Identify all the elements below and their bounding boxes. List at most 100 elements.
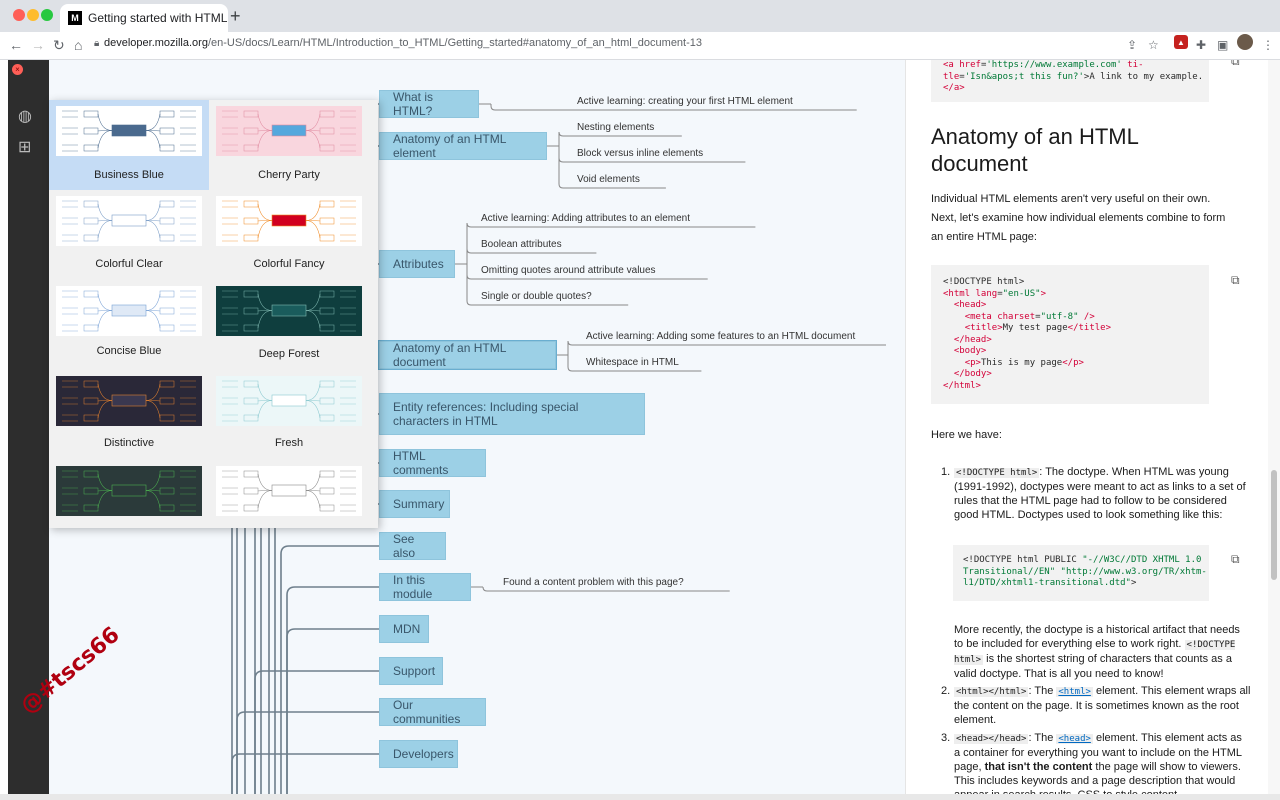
mindmap-topic[interactable]: Support	[379, 657, 443, 685]
doctype-legacy-code: <!DOCTYPE html PUBLIC "-//W3C//DTD XHTML…	[953, 545, 1209, 601]
mindmap-subtopic[interactable]: Active learning: creating your first HTM…	[577, 96, 793, 107]
extension-red-icon[interactable]: ▲	[1174, 35, 1188, 49]
structure-tree-icon[interactable]: ⊞	[18, 139, 32, 156]
lock-icon[interactable]: 🔒︎	[94, 38, 100, 49]
theme-name: Cherry Party	[258, 169, 320, 181]
subtopic-connector	[455, 222, 473, 265]
mindmap-topic[interactable]: Entity references: Including special cha…	[379, 393, 645, 435]
mindmap-topic[interactable]: Our communities	[379, 698, 486, 726]
share-icon[interactable]: ⇪	[1127, 38, 1138, 52]
close-panel-icon[interactable]: ×	[12, 64, 23, 75]
doctype-followup: More recently, the doctype is a historic…	[954, 623, 1252, 681]
mindmap-topic[interactable]: Anatomy of an HTML document	[378, 340, 557, 370]
theme-preview	[56, 376, 202, 426]
mindmap-topic[interactable]: MDN	[379, 615, 429, 643]
page-scrollbar[interactable]	[1268, 60, 1280, 794]
theme-preview	[56, 286, 202, 336]
item-text: : The doctype. When HTML was young (1991…	[954, 466, 1246, 521]
mindmap-subtopic[interactable]: Nesting elements	[577, 122, 655, 133]
reload-button[interactable]: ↻	[53, 37, 65, 53]
theme-option[interactable]: Fresh	[209, 370, 369, 460]
mindmap-topic[interactable]: Attributes	[379, 250, 455, 278]
browser-toolbar: ← → ↻ ⌂ 🔒︎ developer.mozilla.org/en-US/d…	[0, 32, 1280, 60]
theme-option[interactable]: Colorful Fancy	[209, 190, 369, 280]
subtopic-connector	[547, 145, 569, 189]
theme-option[interactable]: Cherry Party	[209, 100, 369, 190]
minimize-window-button[interactable]	[27, 9, 39, 21]
theme-preview	[216, 106, 362, 156]
theme-name: Colorful Clear	[95, 258, 163, 270]
head-element-link[interactable]: <head>	[1056, 734, 1093, 744]
topic-connector	[254, 670, 379, 794]
mindmap-topic[interactable]: Summary	[379, 490, 450, 518]
zoom-window-button[interactable]	[41, 9, 53, 21]
theme-preview	[216, 196, 362, 246]
mindmap-topic[interactable]: HTML comments	[379, 449, 486, 477]
copy-code-icon[interactable]: ⧉	[1231, 273, 1240, 287]
theme-option[interactable]	[209, 460, 369, 528]
tab-bar: M Getting started with HTML - Le ✕ +	[0, 0, 1280, 32]
topic-connector	[280, 545, 379, 794]
mindmap-subtopic[interactable]: Whitespace in HTML	[586, 357, 679, 368]
back-button[interactable]: ←	[9, 37, 23, 53]
mindmap-subtopic[interactable]: Boolean attributes	[481, 239, 562, 250]
mindmap-subtopic[interactable]: Found a content problem with this page?	[503, 577, 684, 588]
palette-icon[interactable]: ◍	[18, 108, 32, 125]
theme-option[interactable]	[49, 460, 209, 528]
theme-preview	[56, 106, 202, 156]
subtopic-connector	[455, 263, 473, 280]
topic-connector	[236, 711, 379, 794]
mindmap-subtopic[interactable]: Block versus inline elements	[577, 148, 704, 159]
extensions-puzzle-icon[interactable]: ✚	[1196, 38, 1207, 52]
mindmap-subtopic[interactable]: Void elements	[577, 174, 640, 185]
theme-name: Concise Blue	[96, 345, 162, 357]
profile-avatar[interactable]	[1237, 34, 1253, 50]
mindmap-subtopic[interactable]: Single or double quotes?	[481, 291, 592, 302]
address-bar[interactable]: developer.mozilla.org/en-US/docs/Learn/H…	[104, 37, 702, 49]
mindmap-topic[interactable]: What is HTML?	[379, 90, 479, 118]
code-snippet-top: <a href='https://www.example.com' ti- tl…	[931, 60, 1209, 102]
menu-kebab-icon[interactable]: ⋮	[1262, 38, 1274, 52]
mindmap-topic[interactable]: See also	[379, 532, 446, 560]
side-panel-icon[interactable]: ▣	[1217, 38, 1229, 52]
mindmap-topic[interactable]: In this module	[379, 573, 471, 601]
theme-option[interactable]: Business Blue	[49, 100, 209, 190]
page-scrollbar-thumb[interactable]	[1271, 470, 1277, 580]
item-text: the page will show to viewers. This incl…	[954, 761, 1241, 794]
copy-code-icon[interactable]: ⧉	[1231, 552, 1240, 566]
mindmap-topic[interactable]: Anatomy of an HTML element	[379, 132, 547, 160]
subtopic-connector	[455, 263, 473, 306]
subtopic-connector	[556, 340, 578, 356]
home-button[interactable]: ⌂	[74, 37, 83, 53]
mdn-article: <a href='https://www.example.com' ti- tl…	[905, 60, 1268, 794]
theme-option[interactable]: Colorful Clear	[49, 190, 209, 280]
subtopic-connector	[479, 103, 569, 111]
mindmap-sidebar: × ◍ ⊞	[8, 60, 49, 794]
theme-preview	[216, 286, 362, 336]
html-element-link[interactable]: <html>	[1056, 687, 1093, 697]
topic-connector	[286, 586, 379, 794]
theme-name: Business Blue	[94, 169, 164, 181]
close-window-button[interactable]	[13, 9, 25, 21]
forward-button[interactable]: →	[31, 37, 45, 53]
mindmap-subtopic[interactable]: Active learning: Adding some features to…	[586, 331, 856, 342]
subtopic-connector	[547, 131, 569, 147]
active-tab[interactable]: M Getting started with HTML - Le ✕	[60, 4, 228, 32]
new-tab-button[interactable]: +	[230, 6, 241, 26]
mindmap-subtopic[interactable]: Active learning: Adding attributes to an…	[481, 213, 691, 224]
here-we-have-text: Here we have:	[931, 429, 1002, 441]
subtopic-connector	[455, 248, 473, 265]
copy-code-icon[interactable]: ⧉	[1231, 60, 1240, 68]
mindmap-topic[interactable]: Developers	[379, 740, 458, 768]
theme-option[interactable]: Distinctive	[49, 370, 209, 460]
theme-preview	[216, 376, 362, 426]
bookmark-star-icon[interactable]: ☆	[1148, 38, 1159, 52]
topic-connector	[286, 628, 379, 794]
inline-code: <!DOCTYPE html>	[954, 468, 1040, 478]
theme-option[interactable]: Concise Blue	[49, 280, 209, 370]
theme-preview	[56, 466, 202, 516]
theme-option[interactable]: Deep Forest	[209, 280, 369, 370]
mindmap-subtopic[interactable]: Omitting quotes around attribute values	[481, 265, 656, 276]
url-host: developer.mozilla.org	[104, 37, 208, 49]
followup-text-a: More recently, the doctype is a historic…	[954, 624, 1240, 650]
